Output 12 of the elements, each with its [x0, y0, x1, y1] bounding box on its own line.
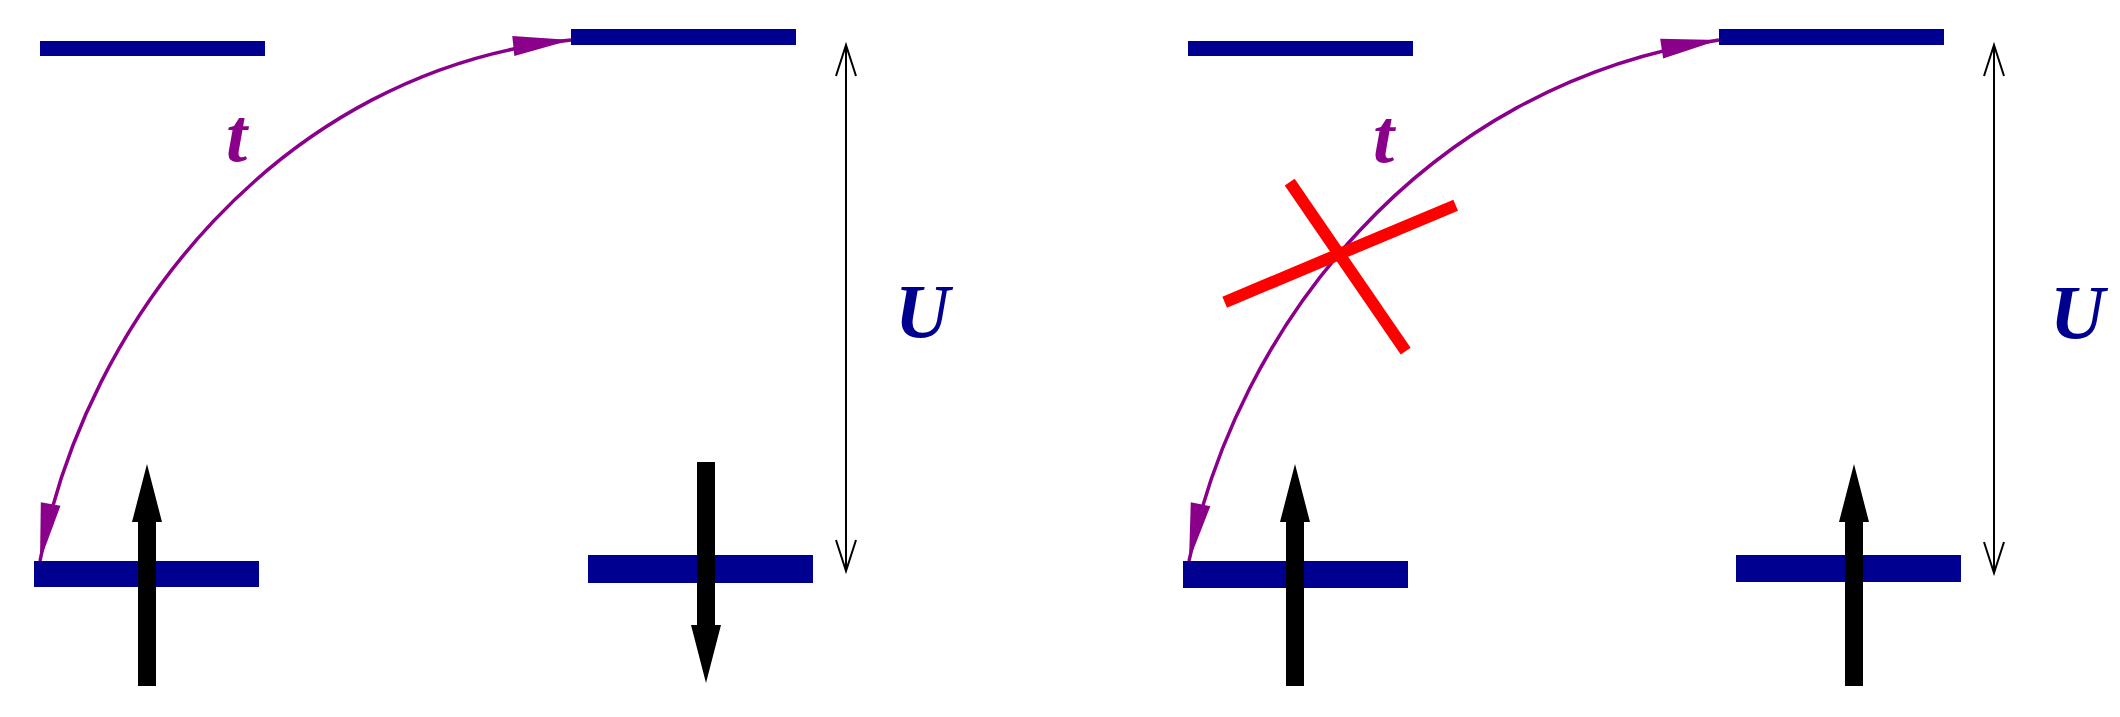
- level-bar: [571, 29, 796, 45]
- curved-arrow: [38, 38, 572, 562]
- level-bar: [1736, 555, 1961, 582]
- level-bar: [1719, 29, 1944, 45]
- edge-label: t: [226, 103, 248, 168]
- level-bar: [1183, 561, 1408, 588]
- level-bar: [40, 41, 265, 56]
- level-bar: [1188, 41, 1413, 56]
- level-bar: [34, 561, 259, 587]
- level-bar: [588, 555, 813, 583]
- curved-arrow: [1187, 38, 1720, 562]
- edge-label: t: [1373, 104, 1395, 169]
